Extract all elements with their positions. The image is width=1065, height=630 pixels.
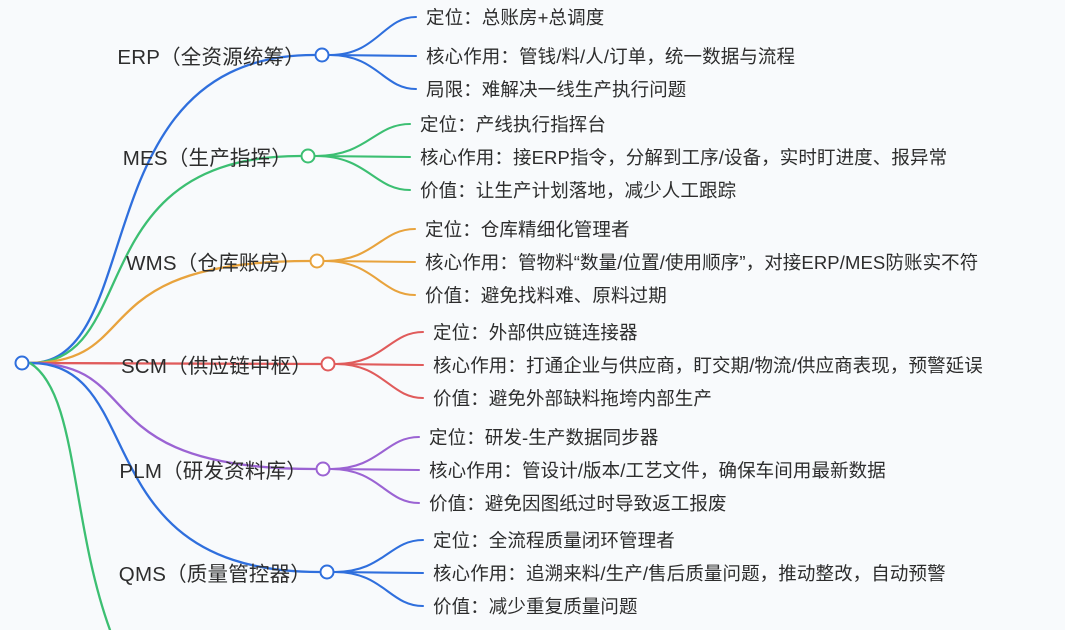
leaf-label-mes-1[interactable]: 核心作用：接ERP指令，分解到工序/设备，实时盯进度、报异常	[420, 147, 948, 168]
leaf-label-mes-0[interactable]: 定位：产线执行指挥台	[420, 114, 607, 135]
root-node[interactable]	[14, 355, 30, 371]
child-line-erp-2	[328, 53, 418, 91]
leaf-label-mes-2[interactable]: 价值：让生产计划落地，减少人工跟踪	[420, 180, 737, 201]
branch-title-wms[interactable]: WMS（仓库账房）	[126, 252, 301, 275]
leaf-label-erp-2[interactable]: 局限：难解决一线生产执行问题	[426, 79, 687, 100]
trunk-overflow-green	[28, 361, 112, 630]
branch-node-wms[interactable]	[309, 253, 325, 269]
leaf-label-qms-2[interactable]: 价值：减少重复质量问题	[433, 596, 638, 617]
leaf-label-plm-1[interactable]: 核心作用：管设计/版本/工艺文件，确保车间用最新数据	[429, 460, 886, 481]
leaf-label-plm-2[interactable]: 价值：避免因图纸过时导致返工报废	[429, 493, 727, 514]
leaf-label-scm-2[interactable]: 价值：避免外部缺料拖垮内部生产	[433, 388, 713, 409]
child-line-wms-2	[323, 259, 417, 297]
child-line-qms-1	[333, 570, 425, 575]
child-line-scm-1	[334, 362, 425, 367]
trunk-erp	[28, 53, 316, 365]
leaf-label-qms-0[interactable]: 定位：全流程质量闭环管理者	[433, 530, 675, 551]
leaf-label-scm-1[interactable]: 核心作用：打通企业与供应商，盯交期/物流/供应商表现，预警延误	[433, 355, 983, 376]
leaf-label-scm-0[interactable]: 定位：外部供应链连接器	[433, 322, 638, 343]
child-line-mes-1	[314, 154, 412, 159]
child-line-scm-0	[334, 330, 425, 366]
child-line-erp-0	[328, 15, 418, 57]
child-line-qms-2	[333, 570, 425, 608]
branch-node-scm[interactable]	[320, 356, 336, 372]
leaf-label-wms-2[interactable]: 价值：避免找料难、原料过期	[425, 285, 667, 306]
child-line-wms-1	[323, 259, 417, 264]
child-line-plm-2	[329, 467, 421, 505]
branch-title-mes[interactable]: MES（生产指挥）	[122, 147, 292, 170]
branch-node-plm[interactable]	[315, 461, 331, 477]
branch-title-erp[interactable]: ERP（全资源统筹）	[117, 46, 305, 69]
leaf-label-qms-1[interactable]: 核心作用：追溯来料/生产/售后质量问题，推动整改，自动预警	[433, 563, 946, 584]
leaf-label-wms-0[interactable]: 定位：仓库精细化管理者	[425, 219, 630, 240]
child-line-wms-0	[323, 227, 417, 263]
leaf-label-wms-1[interactable]: 核心作用：管物料“数量/位置/使用顺序”，对接ERP/MES防账实不符	[425, 252, 979, 273]
branch-node-mes[interactable]	[300, 148, 316, 164]
branch-title-plm[interactable]: PLM（研发资料库）	[119, 460, 307, 483]
child-line-scm-2	[334, 362, 425, 400]
leaf-label-plm-0[interactable]: 定位：研发-生产数据同步器	[429, 427, 659, 448]
child-line-mes-0	[314, 122, 412, 158]
child-line-plm-0	[329, 435, 421, 471]
trunk-wms	[28, 259, 311, 365]
branch-title-qms[interactable]: QMS（质量管控器）	[118, 563, 311, 586]
branch-node-qms[interactable]	[319, 564, 335, 580]
child-line-qms-0	[333, 538, 425, 574]
leaf-label-erp-1[interactable]: 核心作用：管钱/料/人/订单，统一数据与流程	[426, 46, 796, 67]
child-line-mes-2	[314, 154, 412, 192]
leaf-label-erp-0[interactable]: 定位：总账房+总调度	[426, 7, 605, 28]
branch-node-erp[interactable]	[314, 47, 330, 63]
child-line-plm-1	[329, 467, 421, 472]
branch-title-scm[interactable]: SCM（供应链中枢）	[120, 355, 312, 378]
child-line-erp-1	[328, 53, 418, 58]
